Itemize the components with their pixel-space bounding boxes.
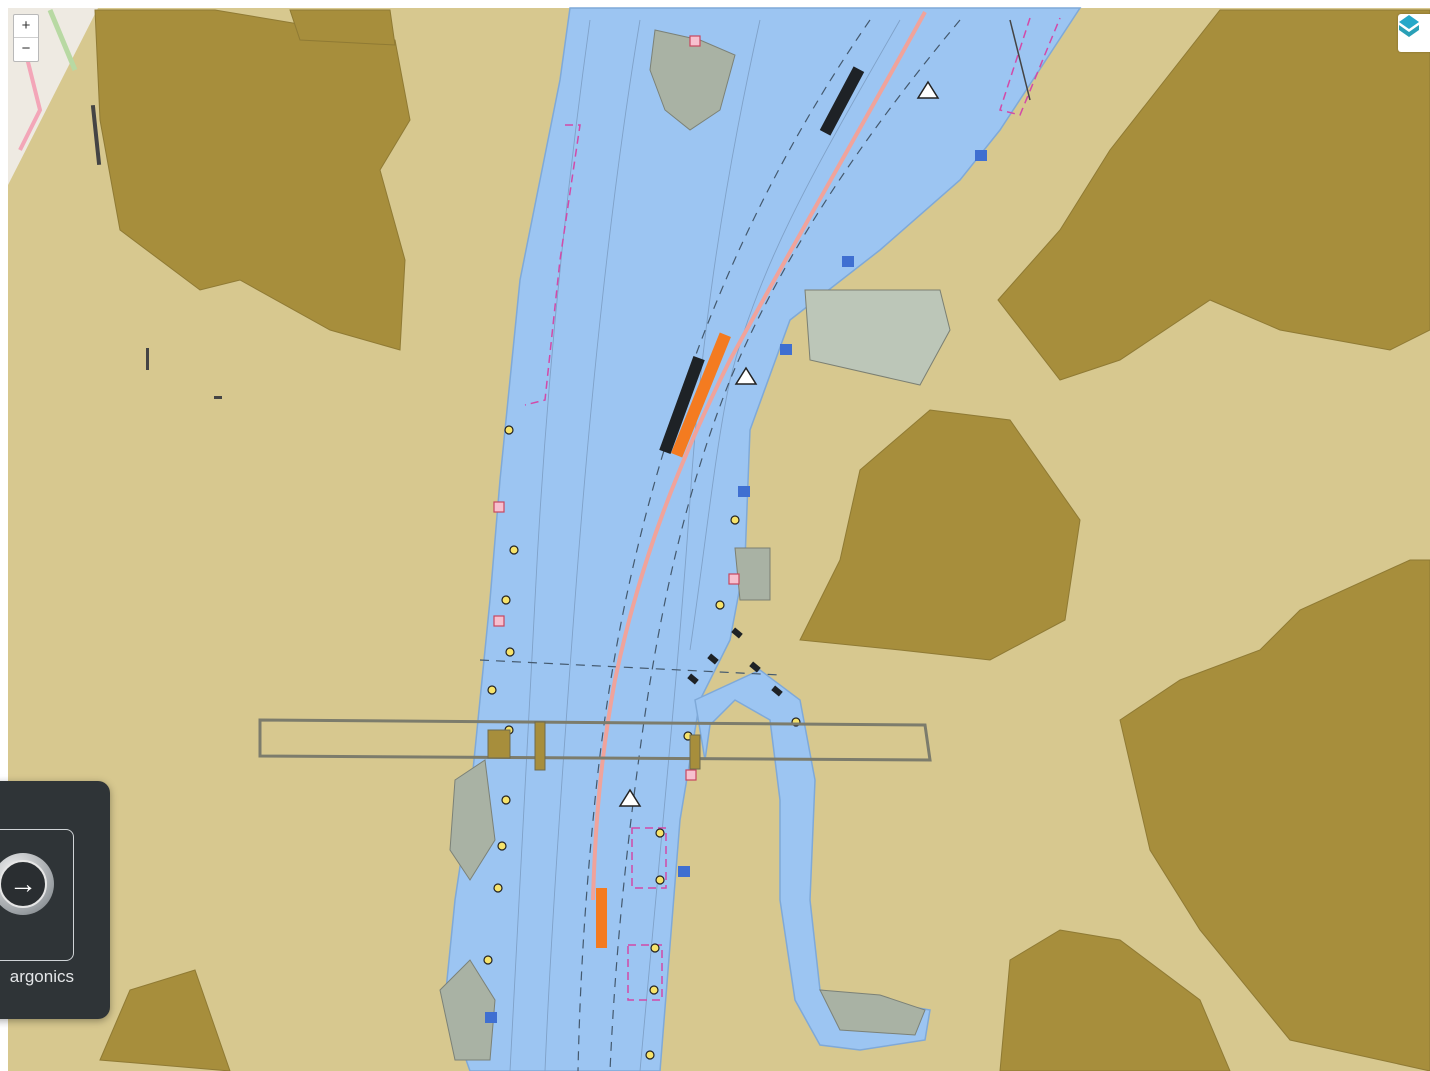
vessel-orange-2	[596, 888, 607, 948]
arrow-right-icon: →	[9, 868, 37, 899]
land-marks	[90, 19, 1031, 399]
bridge-pier	[689, 734, 701, 770]
river-main-channel	[444, 7, 1082, 1071]
beacon-markers	[493, 35, 740, 781]
beacon-marker	[728, 573, 740, 585]
nav-signs	[618, 80, 940, 807]
anchor-mark	[687, 673, 699, 685]
vessel-markers	[596, 66, 865, 948]
bridge-outline	[258, 718, 932, 762]
anchor-mark	[771, 685, 783, 697]
mooring-marker	[505, 647, 515, 657]
zoom-control: + −	[13, 14, 39, 62]
blue-marker	[842, 256, 854, 267]
bridge-pier	[487, 729, 511, 759]
mooring-marker	[655, 828, 665, 838]
contour-3	[639, 19, 761, 1071]
bridge-pier	[534, 721, 546, 771]
building-block-ne	[997, 9, 1430, 381]
arrow-right-circle-icon[interactable]: →	[0, 853, 54, 915]
widget-frame	[0, 829, 74, 961]
anchor-mark	[707, 653, 719, 665]
blue-marker	[780, 344, 792, 355]
mooring-marker	[487, 685, 497, 695]
anchor-mark	[731, 627, 743, 639]
buildings-layer	[94, 9, 1430, 1071]
brand-widget[interactable]: → argonics	[0, 781, 110, 1019]
island-north	[649, 29, 736, 131]
layers-button[interactable]	[1398, 14, 1430, 52]
mooring-marker	[715, 600, 725, 610]
beacon-marker	[689, 35, 701, 47]
contour-4	[689, 19, 901, 651]
restricted-zone-south-1	[631, 827, 667, 889]
blue-marker	[738, 486, 750, 497]
building-block-sw	[99, 969, 231, 1071]
pier-block	[734, 547, 771, 601]
building-block-se	[1119, 559, 1430, 1071]
mooring-marker	[501, 595, 511, 605]
zoom-out-button[interactable]: −	[14, 37, 38, 60]
anchor-mark	[749, 661, 761, 673]
anchorage-marks	[687, 627, 783, 697]
fairway-line	[591, 11, 927, 901]
mooring-marker	[504, 425, 514, 435]
land-mark	[214, 396, 222, 399]
mooring-marker	[497, 841, 507, 851]
land-mark	[1009, 19, 1031, 101]
blue-marker	[678, 866, 690, 877]
beacon-marker	[493, 615, 505, 627]
mooring-marker	[501, 795, 511, 805]
mooring-marker	[483, 955, 493, 965]
mooring-marker	[493, 883, 503, 893]
building-block-s	[999, 929, 1231, 1071]
contour-2	[544, 19, 641, 1071]
beacon-marker	[493, 501, 505, 513]
widget-circle-inner: →	[0, 860, 47, 908]
restricted-zone-west	[524, 124, 581, 406]
mooring-marker	[730, 515, 740, 525]
mooring-marker	[649, 985, 659, 995]
harbor-basin	[804, 289, 951, 386]
nav-crossline	[479, 659, 781, 676]
mooring-marker	[509, 545, 519, 555]
mooring-marker	[650, 943, 660, 953]
mooring-marker	[645, 1050, 655, 1060]
beacon-marker	[685, 769, 697, 781]
building-block-nw	[94, 9, 411, 351]
mooring-marker	[655, 875, 665, 885]
layers-icon	[1399, 15, 1419, 37]
nav-line-center	[577, 19, 871, 1071]
building-block-n	[289, 9, 396, 46]
shoal-south	[439, 959, 496, 1061]
vessel-dark-2	[659, 355, 705, 455]
vessel-dark-1	[819, 66, 865, 136]
nav-dashed-lines	[479, 19, 961, 1071]
blue-markers	[485, 150, 987, 1023]
nav-sign	[734, 366, 758, 385]
restricted-zone-south-2	[627, 944, 663, 1001]
shoal-west	[449, 759, 496, 881]
blue-marker	[975, 150, 987, 161]
building-block-e	[799, 409, 1081, 661]
zoom-in-button[interactable]: +	[21, 17, 31, 34]
restricted-zones	[524, 17, 1061, 1001]
shoal-channel-mouth	[819, 989, 926, 1036]
vessel-orange-1	[671, 332, 731, 458]
land-mark	[90, 104, 102, 166]
nav-sign	[618, 788, 642, 807]
land-mark	[146, 348, 149, 370]
restricted-zone-north	[999, 17, 1061, 116]
widget-label: argonics	[9, 967, 74, 986]
nav-line-east	[609, 19, 961, 1071]
street-park	[47, 9, 78, 71]
nav-sign	[916, 80, 940, 99]
blue-marker	[485, 1012, 497, 1023]
